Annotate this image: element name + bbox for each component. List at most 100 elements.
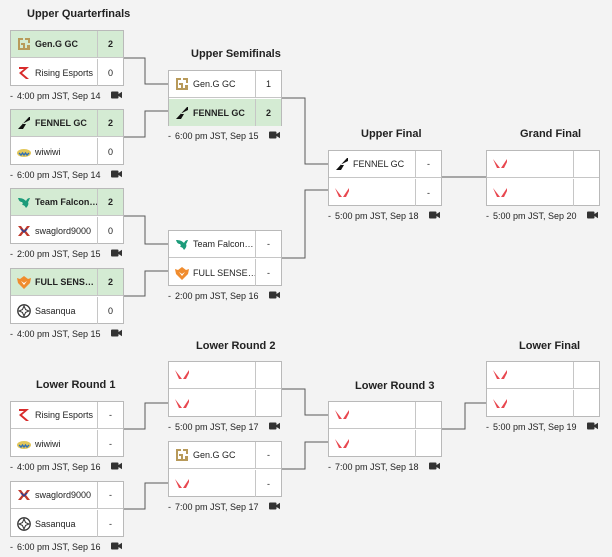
team-score: 2: [97, 269, 123, 295]
match-time: 2:00 pm JST, Sep 16: [175, 291, 259, 301]
valorant-logo: [492, 185, 508, 201]
team-name: wiwiwi: [35, 146, 61, 157]
video-camera-icon[interactable]: [110, 329, 122, 339]
team-row[interactable]: wiwiwi-: [11, 430, 123, 457]
round-title-upper-semifinals: Upper Semifinals: [191, 48, 281, 60]
team-name: Gen.G GC: [193, 79, 236, 89]
sasanqua-logo: [16, 516, 32, 532]
team-score: [573, 151, 599, 177]
match-schedule: -4:00 pm JST, Sep 16: [10, 461, 122, 473]
schedule-dash: -: [328, 211, 331, 221]
video-camera-icon[interactable]: [586, 211, 598, 221]
team-row[interactable]: Rising Esports-: [11, 402, 123, 429]
match-schedule: -7:00 pm JST, Sep 18: [328, 461, 440, 473]
team-score: [255, 390, 281, 417]
team-row[interactable]: FULL SENSE GC2: [11, 269, 123, 296]
team-row[interactable]: [487, 179, 599, 206]
team-row[interactable]: [329, 402, 441, 429]
schedule-dash: -: [486, 422, 489, 432]
valorant-logo: [492, 156, 508, 172]
schedule-dash: -: [10, 170, 13, 180]
match-schedule: -6:00 pm JST, Sep 15: [168, 130, 280, 142]
team-score: 0: [97, 59, 123, 86]
match-lower-round-2-b[interactable]: Gen.G GC--: [168, 441, 282, 497]
video-camera-icon[interactable]: [268, 291, 280, 301]
team-score: 1: [255, 71, 281, 97]
video-camera-icon[interactable]: [428, 462, 440, 472]
team-name: Team Falcons GC: [35, 197, 99, 207]
team-row[interactable]: [487, 390, 599, 417]
video-camera-icon[interactable]: [110, 462, 122, 472]
round-title-grand-final: Grand Final: [520, 128, 582, 140]
team-row[interactable]: [169, 362, 281, 389]
match-schedule: -7:00 pm JST, Sep 17: [168, 501, 280, 513]
match-upper-quarterfinal-4[interactable]: FULL SENSE GC2Sasanqua0: [10, 268, 124, 324]
team-row[interactable]: Team Falcons GC2: [11, 189, 123, 216]
match-schedule: -2:00 pm JST, Sep 15: [10, 248, 122, 260]
team-score: -: [415, 151, 441, 177]
match-time: 5:00 pm JST, Sep 18: [335, 211, 419, 221]
team-row[interactable]: [487, 362, 599, 389]
match-lower-round-1-a[interactable]: Rising Esports-wiwiwi-: [10, 401, 124, 457]
team-name: swaglord9000: [35, 225, 92, 236]
video-camera-icon[interactable]: [428, 211, 440, 221]
match-upper-quarterfinal-3[interactable]: Team Falcons GC2swaglord90000: [10, 188, 124, 244]
team-score: -: [415, 179, 441, 206]
video-camera-icon[interactable]: [268, 502, 280, 512]
team-row[interactable]: swaglord9000-: [11, 482, 123, 509]
match-upper-semifinal-2[interactable]: Team Falcons GC-FULL SENSE GC-: [168, 230, 282, 286]
match-schedule: -4:00 pm JST, Sep 15: [10, 328, 122, 340]
match-schedule: -5:00 pm JST, Sep 20: [486, 210, 598, 222]
team-row[interactable]: Team Falcons GC-: [169, 231, 281, 258]
team-row[interactable]: [487, 151, 599, 178]
match-grand-final[interactable]: [486, 150, 600, 206]
team-name: Team Falcons GC: [193, 239, 257, 249]
fennel-logo: [16, 115, 32, 131]
video-camera-icon[interactable]: [110, 91, 122, 101]
video-camera-icon[interactable]: [586, 422, 598, 432]
video-camera-icon[interactable]: [268, 131, 280, 141]
round-title-upper-final: Upper Final: [361, 128, 422, 140]
team-row[interactable]: Gen.G GC-: [169, 442, 281, 469]
team-name: Rising Esports: [35, 410, 94, 420]
team-row[interactable]: -: [169, 470, 281, 497]
valorant-logo: [174, 396, 190, 412]
team-score: -: [97, 482, 123, 508]
team-row[interactable]: [329, 430, 441, 457]
team-row[interactable]: Sasanqua-: [11, 510, 123, 537]
valorant-logo: [334, 436, 350, 452]
match-lower-final[interactable]: [486, 361, 600, 417]
video-camera-icon[interactable]: [110, 249, 122, 259]
team-row[interactable]: FULL SENSE GC-: [169, 259, 281, 286]
match-lower-round-1-b[interactable]: swaglord9000-Sasanqua-: [10, 481, 124, 537]
team-row[interactable]: -: [329, 179, 441, 206]
team-score: [573, 390, 599, 417]
match-lower-round-3[interactable]: [328, 401, 442, 457]
team-name: Rising Esports: [35, 67, 94, 78]
team-score: -: [97, 510, 123, 537]
team-row[interactable]: FENNEL GC-: [329, 151, 441, 178]
round-title-lower-round-1: Lower Round 1: [36, 379, 116, 391]
swaglord-logo: [16, 223, 32, 239]
video-camera-icon[interactable]: [110, 542, 122, 552]
team-row[interactable]: [169, 390, 281, 417]
match-upper-final[interactable]: FENNEL GC--: [328, 150, 442, 206]
video-camera-icon[interactable]: [110, 170, 122, 180]
schedule-dash: -: [10, 542, 13, 552]
match-schedule: -5:00 pm JST, Sep 17: [168, 421, 280, 433]
video-camera-icon[interactable]: [268, 422, 280, 432]
match-lower-round-2-a[interactable]: [168, 361, 282, 417]
fennel-logo: [334, 156, 350, 172]
team-score: 0: [97, 297, 123, 324]
team-row[interactable]: Gen.G GC 1: [169, 71, 281, 98]
